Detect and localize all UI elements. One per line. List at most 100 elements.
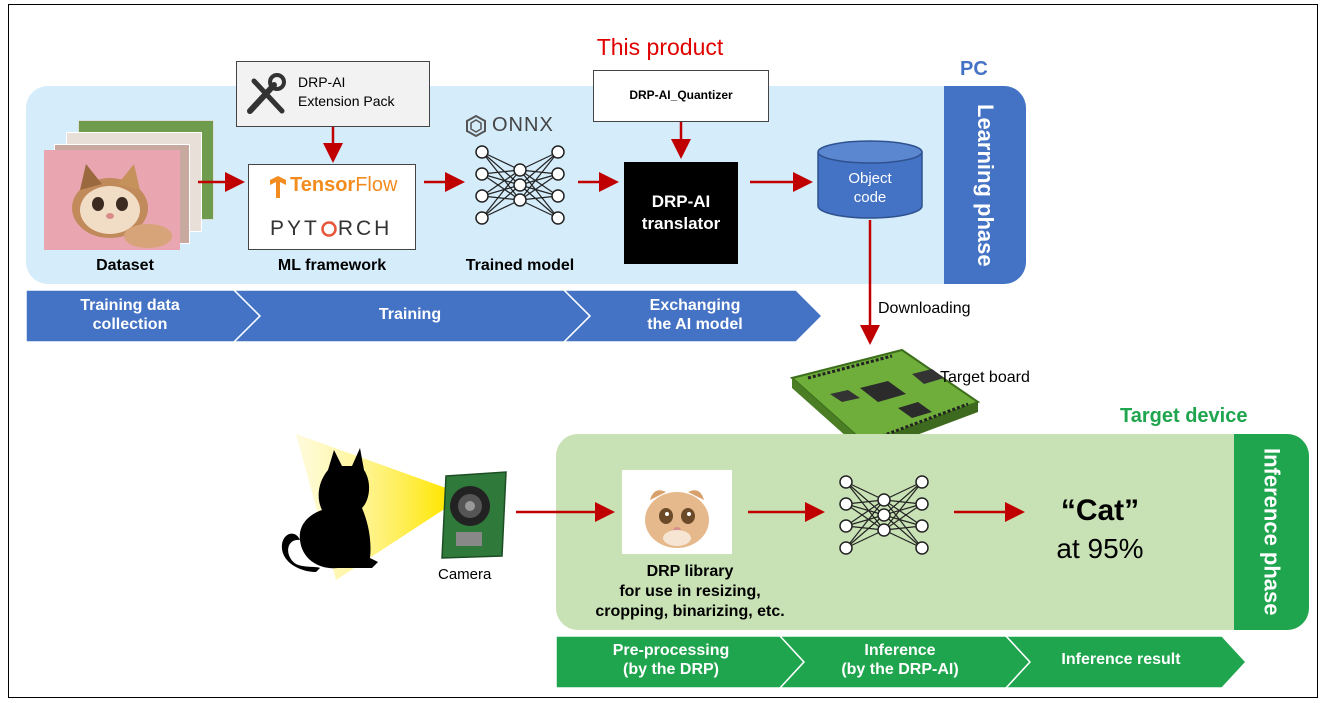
network-edge [481,151,521,171]
translator-line2: translator [641,214,721,233]
extension-pack-line2: Extension Pack [298,93,395,109]
network-node [551,145,565,159]
object-code-database-icon [817,140,923,219]
network-node [475,145,489,159]
pc-label: PC [960,58,988,80]
network-node [915,541,929,555]
network-node [551,189,565,203]
network-node [915,519,929,533]
network-edge [845,503,885,531]
translator-box [624,162,738,264]
network-node [915,475,929,489]
network-node [513,193,527,207]
network-edge [883,514,923,549]
diagram-frame [8,4,1318,698]
network-edge [481,173,521,201]
wrench-screwdriver-icon [247,73,286,114]
network-edge [883,529,923,549]
network-edge [845,514,885,549]
network-node [475,167,489,181]
network-edge [519,151,559,201]
network-edge [883,503,923,531]
network-node [513,178,527,192]
pytorch-logo-text-b: RCH [337,217,393,240]
cat-silhouette-icon [281,448,378,572]
tensorflow-logo-text-a: Tensor [290,174,356,196]
step-pre-processing-line1: Pre-processing [612,642,730,659]
network-edge [519,169,559,219]
network-node [915,497,929,511]
tensorflow-logo-icon [270,176,286,198]
network-node [839,497,853,511]
inference-network-icon [839,475,929,555]
object-code-line2: code [853,189,887,206]
onnx-logo-icon [466,114,486,138]
target-device-label: Target device [1120,405,1248,427]
onnx-logo-text: ONNX [492,114,554,136]
network-edge [883,499,923,527]
kitten-closeup-photo [622,470,732,554]
result-label: “Cat” [1060,494,1140,527]
target-board-icon [789,348,981,454]
step-exchanging-line2: the AI model [647,316,743,333]
pytorch-flame-icon [320,219,338,237]
network-edge [845,499,885,549]
network-node [551,167,565,181]
trained-model-network-icon [475,145,565,225]
pytorch-logo-text: PYT RCH [270,217,392,241]
scottish-fold-kitten-icon [622,470,732,554]
downloading-label: Downloading [878,300,971,317]
this-product-label: This product [596,34,724,60]
drp-library-line1: DRP library [646,563,734,580]
network-node [877,493,891,507]
chevron-inference-result [1004,635,1248,689]
network-edge [519,184,559,219]
target-board-label: Target board [940,369,1030,386]
network-node [877,523,891,537]
network-edge [481,199,521,219]
network-edge [481,169,521,219]
network-edge [481,169,521,197]
network-edge [519,199,559,219]
step-pre-processing-line2: (by the DRP) [623,661,719,678]
network-node [475,189,489,203]
tensorflow-logo-text: TensorFlow [290,174,397,197]
chevron-exchanging [562,289,824,343]
camera-icon [441,471,507,559]
network-edge [883,499,923,549]
network-edge [845,481,885,531]
network-edge [883,481,923,501]
inference-phase-label: Inference phase [1259,448,1285,616]
network-edge [481,151,521,201]
network-edge [519,151,559,186]
extension-pack-box [236,61,430,127]
step-inference: Inference(by the DRP-AI) [800,641,1000,679]
network-edge [845,481,885,501]
result-confidence: at 95% [1056,533,1144,564]
network-node [513,163,527,177]
trained-model-label: Trained model [465,257,575,274]
network-node [551,211,565,225]
network-node [839,541,853,555]
learning-phase-label: Learning phase [973,103,998,267]
network-node [877,508,891,522]
learning-phase-tab [944,86,1026,284]
network-node [839,519,853,533]
network-edge [845,499,885,527]
network-edge [519,173,559,201]
step-inference-line1: Inference [864,642,936,659]
pytorch-logo-text-a: PYT [270,217,320,240]
extension-pack-line1: DRP-AI [298,74,346,90]
drp-library-line3: cropping, binarizing, etc. [595,603,785,620]
quantizer-label: DRP-AI_Quantizer [629,88,733,102]
cat-silhouette-camera-scene [281,434,446,580]
network-edge [519,151,559,171]
drp-library-line2: for use in resizing, [619,583,761,600]
camera-label: Camera [438,566,492,583]
network-edge [883,481,923,516]
kitten-photo [44,150,180,250]
